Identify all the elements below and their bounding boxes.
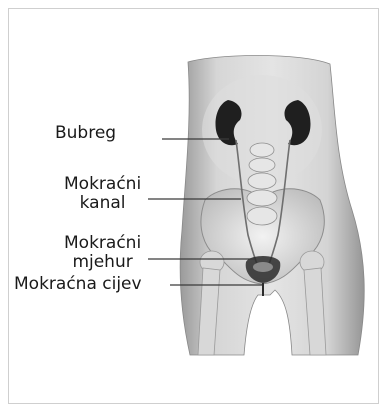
label-bladder: Mokraćni mjehur xyxy=(64,234,141,272)
label-bladder-line1: Mokraćni xyxy=(64,234,141,253)
label-ureter: Mokraćni kanal xyxy=(64,175,141,213)
label-kidney-text: Bubreg xyxy=(55,123,116,143)
label-kidney: Bubreg xyxy=(55,124,116,143)
bladder-highlight xyxy=(253,262,273,272)
label-bladder-line2: mjehur xyxy=(64,253,141,272)
label-urethra: Mokraćna cijev xyxy=(14,275,142,294)
label-ureter-line2: kanal xyxy=(64,194,141,213)
label-ureter-line1: Mokraćni xyxy=(64,175,141,194)
label-urethra-text: Mokraćna cijev xyxy=(14,274,142,294)
